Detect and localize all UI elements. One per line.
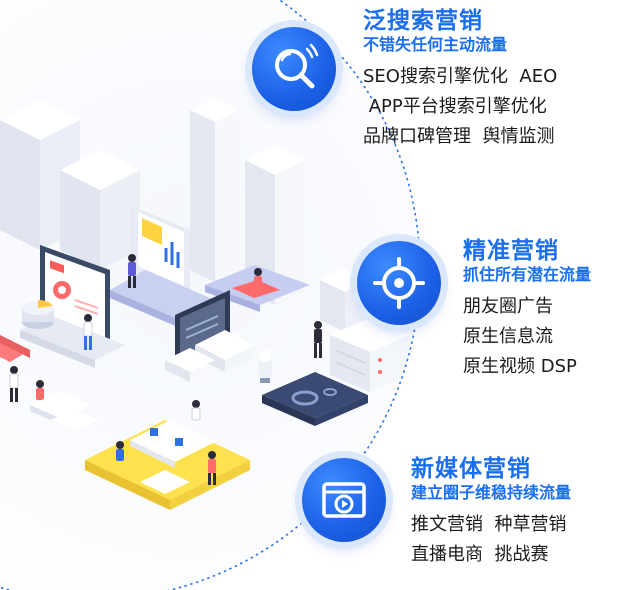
section-new-media-marketing: 新媒体营销 建立圈子维稳持续流量 推文营销 种草营销 直播电商 挑战赛 <box>411 455 571 570</box>
search-icon <box>275 43 319 89</box>
section-subtitle: 建立圈子维稳持续流量 <box>411 483 572 502</box>
section-item: 原生信息流 <box>463 326 553 347</box>
section-item: APP平台搜索引擎优化 <box>363 96 547 117</box>
section-subtitle: 不错失任何主动流量 <box>363 35 508 54</box>
section-item: 朋友圈广告 <box>463 296 553 317</box>
target-icon <box>373 257 425 309</box>
pie-cylinder <box>22 300 54 329</box>
server-stack <box>330 318 410 392</box>
section-item: 品牌口碑管理 舆情监测 <box>363 126 555 147</box>
section-item: SEO搜索引擎优化 AEO <box>363 66 558 87</box>
section-title: 泛搜索营销 <box>363 8 483 34</box>
target-icon-badge <box>357 241 441 325</box>
section-search-marketing: 泛搜索营销 不错失任何主动流量 SEO搜索引擎优化 AEO APP平台搜索引擎优… <box>363 7 557 152</box>
gear-pad <box>262 372 368 426</box>
section-item: 原生视频 DSP <box>463 356 577 377</box>
chart-board <box>110 205 215 328</box>
video-icon <box>322 482 366 518</box>
section-item: 推文营销 种草营销 <box>411 514 567 535</box>
robot <box>258 350 272 383</box>
white-boxes <box>165 330 255 382</box>
red-platform <box>0 330 30 362</box>
section-precision-marketing: 精准营销 抓住所有潜在流量 朋友圈广告 原生信息流 原生视频 DSP <box>463 237 591 382</box>
section-title: 精准营销 <box>463 238 559 264</box>
people-figures <box>9 254 322 485</box>
video-icon-badge <box>302 458 386 542</box>
side-tables <box>30 392 100 430</box>
section-item: 直播电商 挑战赛 <box>411 544 549 565</box>
section-title: 新媒体营销 <box>411 456 531 482</box>
section-subtitle: 抓住所有潜在流量 <box>463 265 592 284</box>
search-icon-badge <box>252 27 336 111</box>
